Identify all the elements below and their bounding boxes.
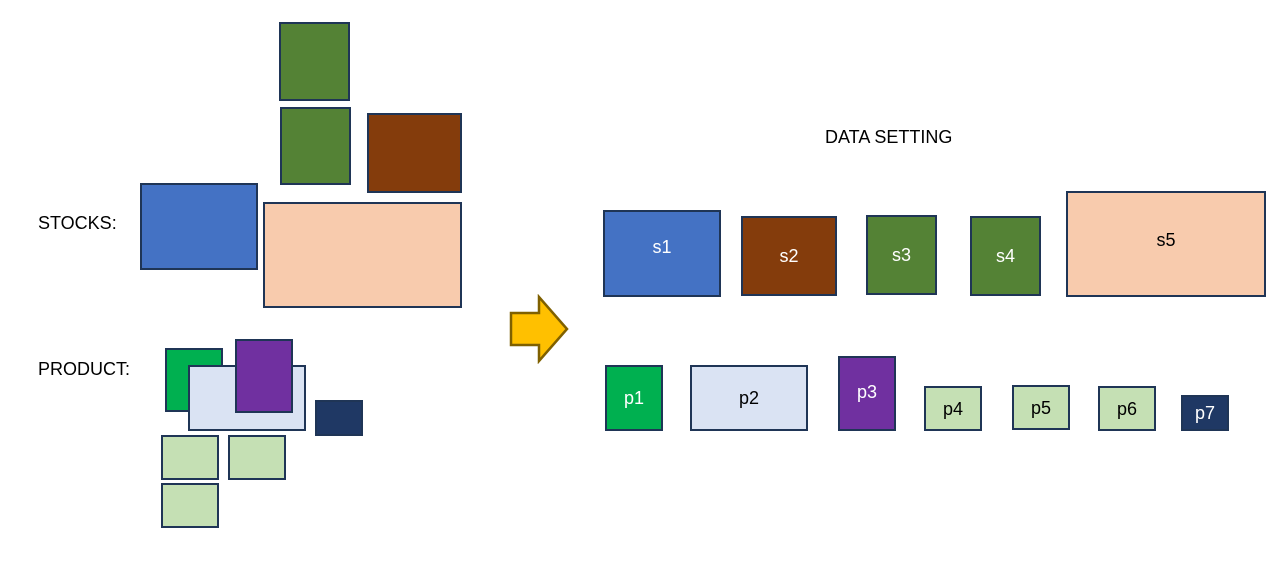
product-piece-light-green-3 [161,483,219,528]
product-box-p2: p2 [690,365,808,431]
product-piece-light-green-2 [228,435,286,480]
product-piece-light-green-1 [161,435,219,480]
product-piece-purple [235,339,293,413]
stock-piece-peach [263,202,462,308]
stock-box-s4: s4 [970,216,1041,296]
stock-box-s2: s2 [741,216,837,296]
arrow-shape [509,294,569,364]
stock-box-s1: s1 [603,210,721,297]
stock-piece-brown [367,113,462,193]
stock-piece-blue [140,183,258,270]
product-label: PRODUCT: [38,359,131,379]
stock-box-s5: s5 [1066,191,1266,297]
stock-piece-dark-green-middle [280,107,351,185]
product-box-p1: p1 [605,365,663,431]
data-setting-title: DATA SETTING [825,127,953,147]
right-arrow-icon [509,294,569,364]
product-box-p3: p3 [838,356,896,431]
stock-piece-dark-green-top [279,22,350,101]
stock-box-s3: s3 [866,215,937,295]
product-box-p7: p7 [1181,395,1229,431]
product-box-p5: p5 [1012,385,1070,430]
stocks-label: STOCKS: [38,213,117,233]
product-box-p6: p6 [1098,386,1156,431]
product-box-p4: p4 [924,386,982,431]
product-piece-navy [315,400,363,436]
